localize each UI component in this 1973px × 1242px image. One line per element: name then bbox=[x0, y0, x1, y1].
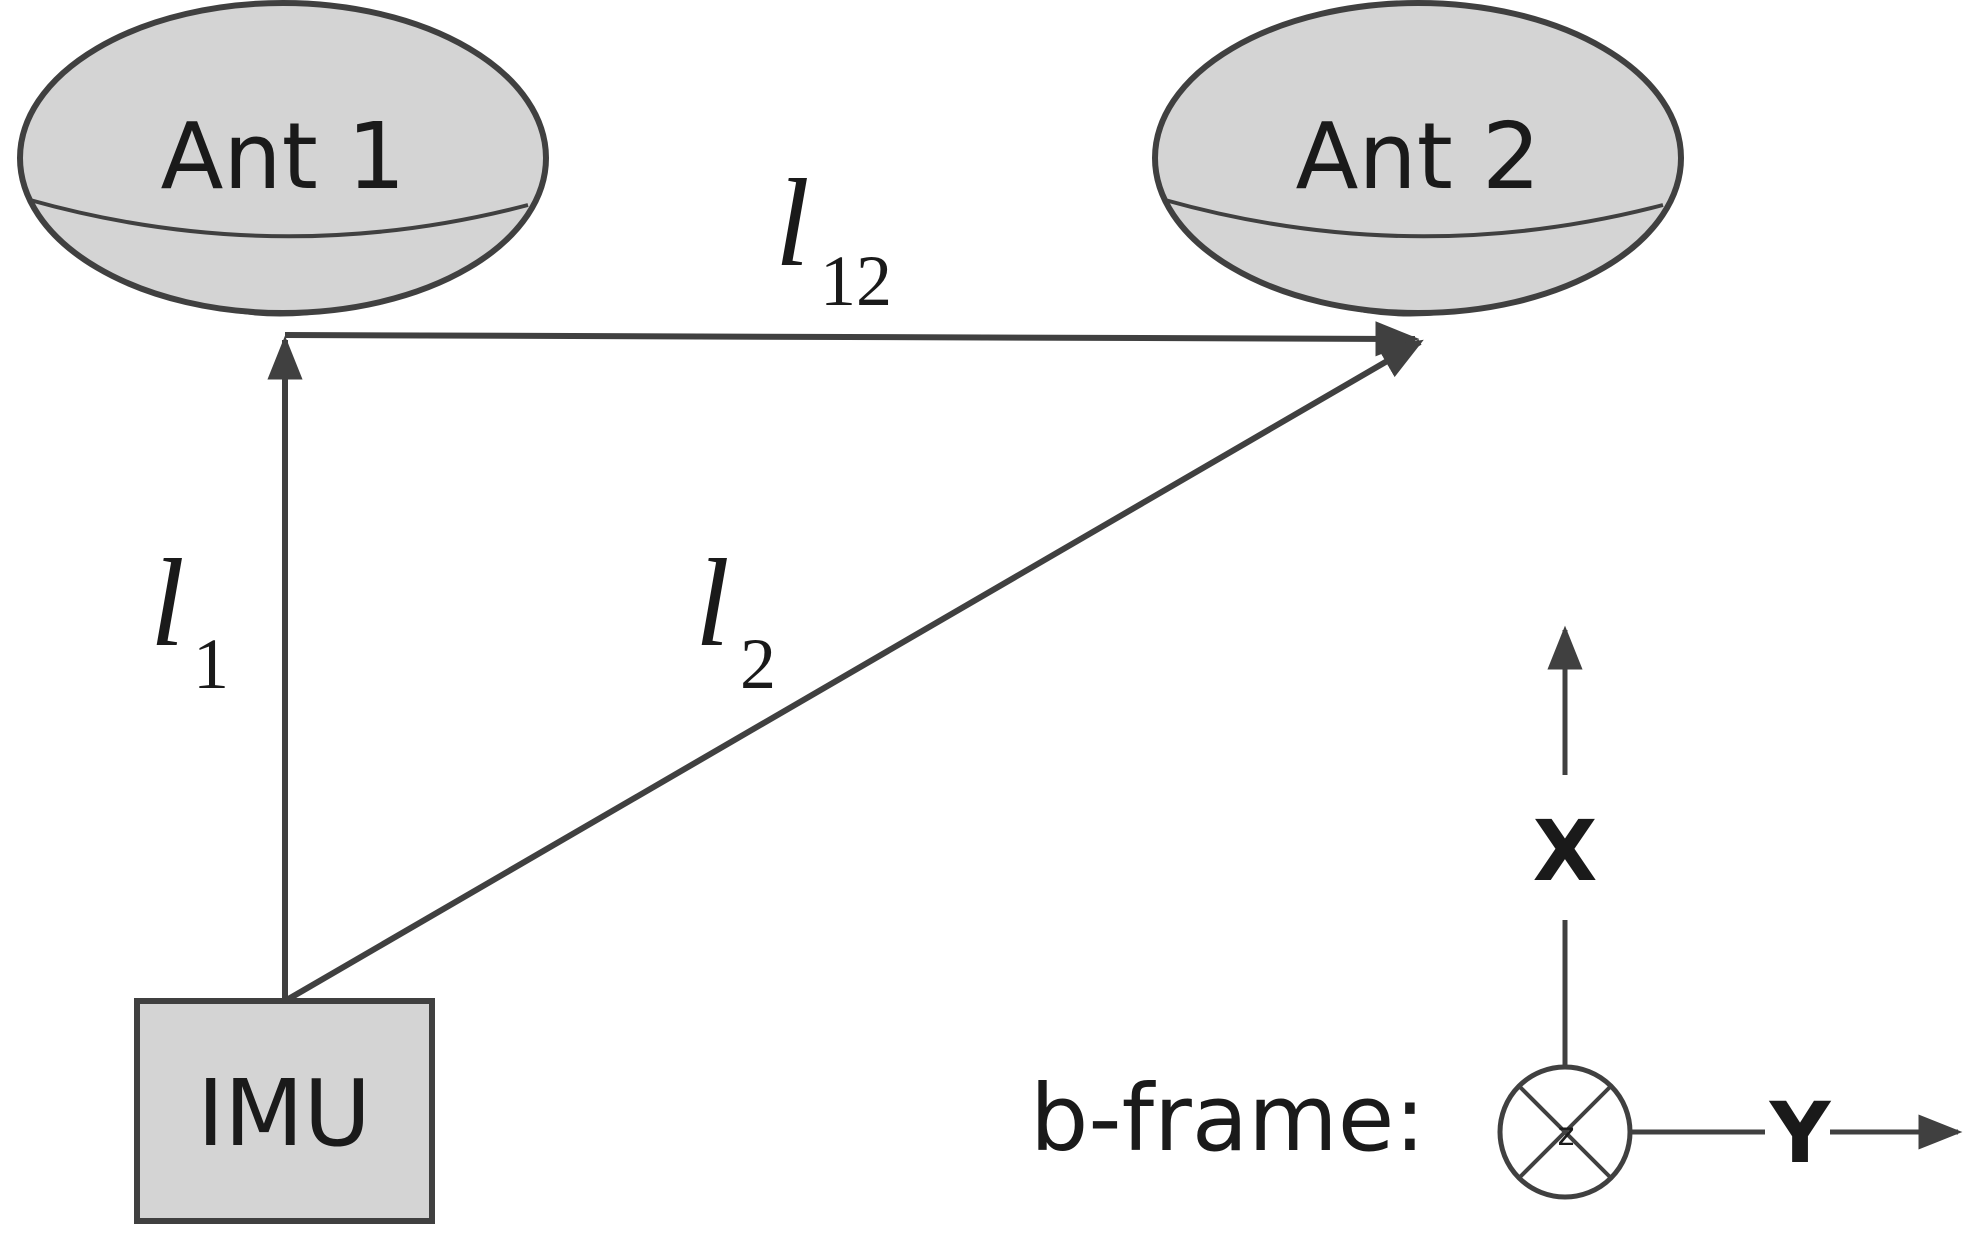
vector-l12-subscript: 12 bbox=[820, 241, 892, 321]
antenna-1-label: Ant 1 bbox=[160, 103, 405, 210]
vector-l1-symbol: l bbox=[150, 535, 185, 673]
b-frame-label: b-frame: bbox=[1030, 1065, 1425, 1172]
imu-label: IMU bbox=[197, 1060, 371, 1167]
antenna-2: Ant 2 bbox=[1152, 0, 1684, 317]
vector-l2-arrow bbox=[283, 339, 1424, 1004]
vector-l12-arrow bbox=[284, 321, 1420, 357]
vector-l2-label: l 2 bbox=[695, 535, 776, 704]
z-cross-2 bbox=[1517, 1084, 1613, 1180]
vector-l2-symbol: l bbox=[695, 535, 730, 673]
x-axis-label: X bbox=[1533, 802, 1598, 900]
imu-box: IMU bbox=[134, 998, 435, 1224]
antenna-2-rim bbox=[1164, 198, 1664, 239]
y-axis-label: Y bbox=[1769, 1084, 1832, 1182]
vector-l12-label: l 12 bbox=[775, 155, 892, 321]
vector-l1-subscript: 1 bbox=[193, 624, 229, 704]
imu-rect bbox=[134, 998, 435, 1224]
antenna-1: Ant 1 bbox=[17, 0, 549, 317]
z-axis-label: z bbox=[1558, 1115, 1575, 1153]
antenna-2-label: Ant 2 bbox=[1295, 103, 1540, 210]
vector-l12-symbol: l bbox=[775, 155, 810, 293]
antenna-1-body bbox=[17, 0, 549, 316]
vector-l1-label: l 1 bbox=[150, 535, 229, 704]
vector-l2-subscript: 2 bbox=[740, 624, 776, 704]
antenna-2-body bbox=[1152, 0, 1684, 316]
antenna-1-rim bbox=[29, 198, 529, 239]
b-frame: b-frame: X z Y bbox=[1030, 625, 1963, 1200]
